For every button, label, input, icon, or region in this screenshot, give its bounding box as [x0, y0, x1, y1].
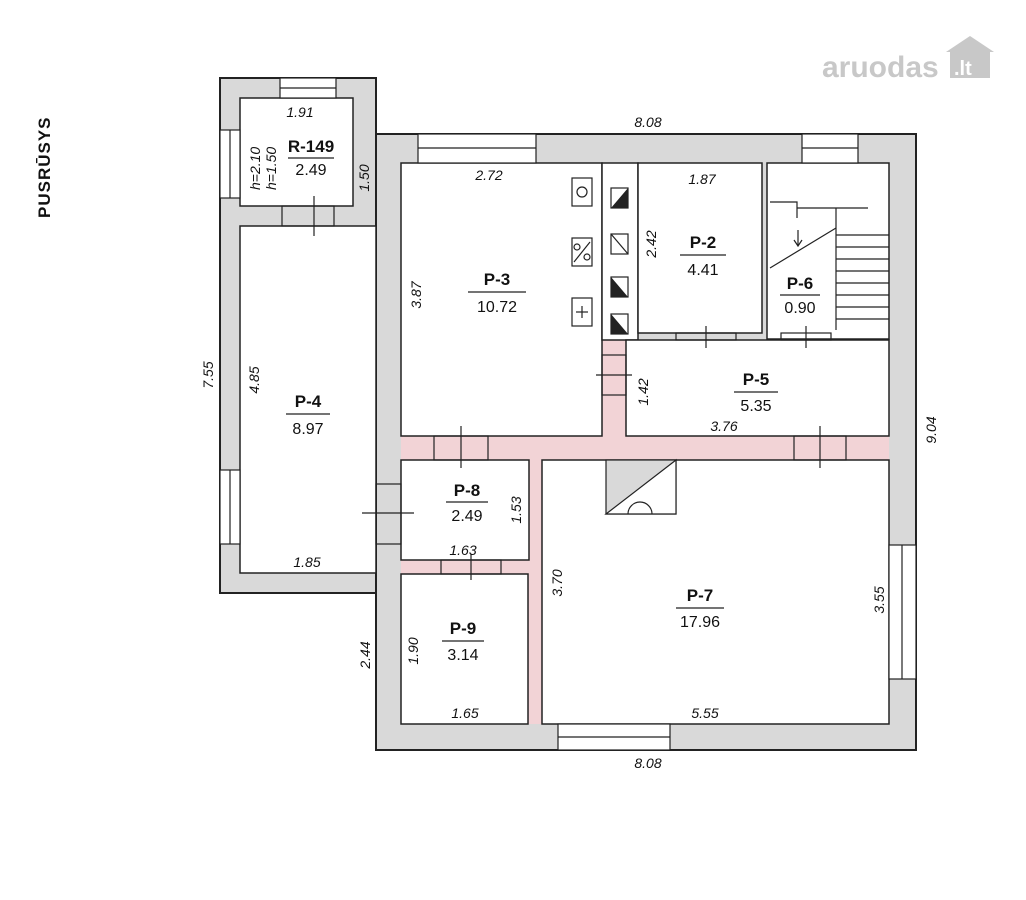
room-labels: R-149 2.49 h=2.10 h=1.50 P-3 10.72 P-2 4… [247, 137, 820, 664]
dimension: 1.91 [286, 104, 313, 120]
room-p8 [400, 459, 530, 561]
dimension: 4.85 [246, 366, 262, 393]
dimension: 1.90 [405, 637, 421, 664]
room-code: P-2 [690, 233, 716, 252]
room-p2 [637, 162, 763, 334]
room-code: P-9 [450, 619, 476, 638]
corridor-p8-p9 [401, 560, 529, 574]
dimension: 1.85 [293, 554, 320, 570]
room-p3 [400, 162, 603, 437]
logo-suffix: .lt [954, 58, 972, 80]
dimension: 5.55 [691, 705, 718, 721]
ceiling-height: h=2.10 [247, 147, 263, 190]
room-code: P-6 [787, 274, 813, 293]
room-p9 [400, 573, 529, 725]
room-p5 [625, 339, 890, 437]
dimension: 2.44 [357, 641, 373, 669]
logo-house-icon [950, 50, 990, 78]
dimension: 1.63 [449, 542, 476, 558]
room-area: 8.97 [292, 421, 323, 438]
doors [281, 196, 847, 580]
room-code: P-5 [743, 370, 769, 389]
dimension: 3.55 [871, 586, 887, 613]
plan-title: PUSRŪSYS [35, 116, 54, 218]
room-code: P-8 [454, 481, 480, 500]
room-code: R-149 [288, 137, 334, 156]
dimension: 1.87 [688, 171, 716, 187]
dimension: 3.87 [408, 280, 424, 308]
windows [219, 77, 917, 751]
room-code: P-7 [687, 586, 713, 605]
dimension: 8.08 [634, 114, 661, 130]
aruodas-logo: aruodas .lt [822, 36, 994, 84]
dimension: 2.72 [474, 167, 502, 183]
ceiling-height: h=1.50 [263, 147, 279, 190]
room-r149 [239, 97, 354, 207]
corridor-horizontal [401, 436, 889, 460]
room-code: P-4 [295, 392, 322, 411]
staircase [769, 201, 889, 330]
dimension: 1.53 [508, 496, 524, 523]
dimension: 1.50 [356, 164, 372, 191]
logo-text: aruodas [822, 51, 939, 84]
room-area: 4.41 [687, 262, 718, 279]
dimension: 8.08 [634, 755, 661, 771]
room-area: 5.35 [740, 398, 771, 415]
room-p7 [541, 459, 890, 725]
dimension: 7.55 [200, 361, 216, 388]
dimension: 1.65 [451, 705, 478, 721]
dimension: 1.42 [635, 378, 651, 405]
utility-symbols [571, 177, 629, 335]
corridor-vertical-lower [528, 456, 542, 724]
dimension-labels: 1.91 1.50 8.08 2.72 1.87 2.42 3.87 7.55 … [200, 104, 939, 771]
dimension: 2.42 [643, 230, 659, 258]
corridor-vertical-upper [602, 340, 626, 440]
room-area: 2.49 [295, 162, 326, 179]
dimension: 3.70 [549, 569, 565, 596]
room-p6-stair [766, 162, 890, 340]
dimension: 9.04 [923, 416, 939, 443]
room-area: 3.14 [447, 647, 478, 664]
meter-icon [571, 177, 593, 207]
chimney-stove [604, 458, 677, 515]
dimension: 3.76 [710, 418, 737, 434]
room-area: 17.96 [680, 614, 720, 631]
logo-roof-icon [946, 36, 994, 52]
room-area: 10.72 [477, 299, 517, 316]
room-area: 0.90 [784, 300, 815, 317]
room-area: 2.49 [451, 508, 482, 525]
room-code: P-3 [484, 270, 510, 289]
